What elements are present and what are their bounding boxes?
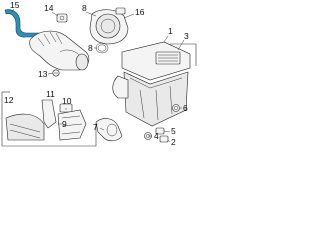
callout-2: 2 [171, 137, 176, 147]
callout-4: 4 [154, 131, 159, 141]
callout-5: 5 [171, 126, 176, 136]
upper-right-group-frame [170, 43, 197, 66]
callout-15: 15 [10, 0, 20, 10]
callout-6: 6 [183, 103, 188, 113]
callout-14: 14 [44, 3, 54, 13]
callout-8: 8 [88, 43, 93, 53]
elbow-7 [95, 118, 123, 142]
lower-left-group-frame [1, 91, 97, 147]
breather-hose [4, 9, 41, 38]
hose-connector [56, 13, 68, 23]
grommet-6 [172, 104, 180, 112]
callout-8-top: 8 [82, 3, 87, 13]
callout-9: 9 [62, 119, 67, 129]
callout-10: 10 [62, 96, 72, 106]
maf-housing [89, 7, 129, 45]
callout-3: 3 [184, 31, 189, 41]
callout-1: 1 [168, 26, 173, 36]
leader-lines [11, 8, 185, 143]
bolt-13 [52, 69, 60, 77]
callout-12: 12 [4, 95, 14, 105]
callout-13: 13 [38, 69, 48, 79]
callout-11: 11 [46, 89, 55, 99]
air-cleaner-box [121, 41, 191, 127]
intake-duct [29, 30, 90, 71]
lower-panel [5, 113, 45, 141]
box-outlet [112, 75, 129, 99]
callout-7: 7 [93, 122, 98, 132]
part-2 [159, 135, 169, 143]
resonator-9 [57, 109, 87, 141]
callout-16: 16 [135, 7, 145, 17]
clamp-upper [95, 42, 109, 54]
duct-11 [41, 99, 57, 129]
parts-diagram: 15 14 8 16 8 13 1 3 12 6 10 11 9 7 4 5 2 [1, 0, 197, 147]
